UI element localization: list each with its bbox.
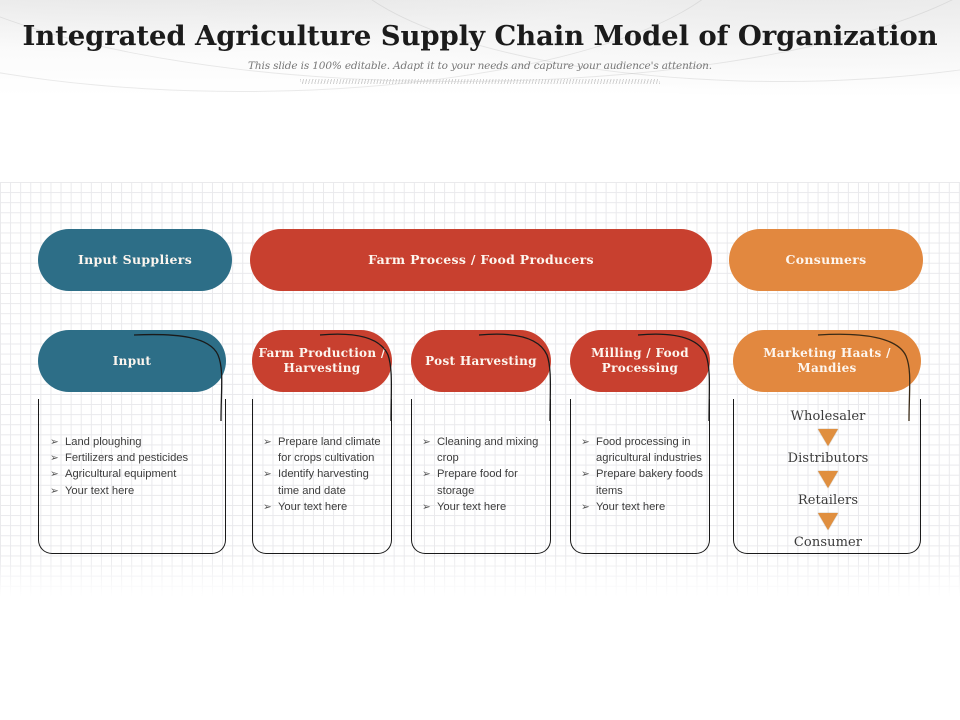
column-heading-milling-food-processing[interactable]: Milling / Food Processing (570, 330, 710, 392)
column-heading-farm-production[interactable]: Farm Production / Harvesting (252, 330, 392, 392)
column-card-post-harvesting (411, 399, 551, 554)
list-item: ➢ Prepare food for storage (422, 466, 550, 498)
distribution-flow-chain: Wholesaler Distributors Retailers Consum… (733, 407, 923, 552)
column-heading-marketing-haats-mandies[interactable]: Marketing Haats / Mandies (733, 330, 921, 392)
top-pill-label: Input Suppliers (77, 252, 193, 268)
list-item-text: Prepare food for storage (437, 468, 518, 497)
column-heading-input[interactable]: Input (38, 330, 226, 392)
list-item-text: Cleaning and mixing crop (437, 436, 539, 465)
list-item: ➢ Cleaning and mixing crop (422, 434, 550, 466)
list-item-text: Identify harvesting time and date (278, 468, 369, 497)
chain-node-retailers: Retailers (797, 493, 859, 508)
top-pill-consumers[interactable]: Consumers (729, 229, 923, 291)
list-item: ➢ Your text here (422, 499, 550, 515)
column-heading-label: Milling / Food Processing (591, 346, 689, 375)
top-pill-label: Consumers (785, 252, 867, 268)
chain-node-consumer: Consumer (793, 535, 863, 550)
list-item-text: Food processing in agricultural industri… (596, 436, 702, 465)
list-item-text: Your text here (278, 500, 348, 513)
column-card-input (38, 399, 226, 554)
list-item: ➢ Your text here (50, 483, 222, 499)
list-item: ➢ Land ploughing (50, 434, 222, 450)
bullet-arrow-icon: ➢ (50, 436, 59, 448)
chain-node-wholesaler: Wholesaler (790, 409, 866, 424)
column-card-milling-food-processing (570, 399, 710, 554)
column-heading-label: Marketing Haats / Mandies (763, 346, 891, 375)
subtitle-hatch-divider (300, 79, 660, 84)
arrow-down-icon (818, 471, 838, 488)
page-title: Integrated Agriculture Supply Chain Mode… (22, 20, 938, 52)
list-item: ➢ Prepare land climate for crops cultiva… (263, 434, 391, 466)
top-pill-input-suppliers[interactable]: Input Suppliers (38, 229, 232, 291)
bullet-arrow-icon: ➢ (581, 468, 590, 481)
list-item-text: Land ploughing (65, 436, 142, 448)
bullet-arrow-icon: ➢ (581, 500, 590, 513)
arrow-down-icon (818, 429, 838, 446)
bullet-arrow-icon: ➢ (581, 436, 590, 448)
bullet-arrow-icon: ➢ (263, 500, 272, 513)
list-item: ➢ Food processing in agricultural indust… (581, 434, 709, 466)
column-heading-label: Input (112, 353, 152, 368)
list-item-text: Your text here (437, 500, 507, 513)
list-item-text: Your text here (65, 484, 135, 497)
chain-arrow-2 (733, 468, 923, 491)
column-card-farm-production (252, 399, 392, 554)
bullet-list-input: ➢ Land ploughing ➢ Fertilizers and pesti… (50, 434, 222, 499)
list-item-text: Prepare bakery foods items (596, 468, 703, 497)
list-item-text: Agricultural equipment (65, 468, 177, 481)
bullet-arrow-icon: ➢ (422, 436, 431, 448)
chain-arrow-1 (733, 426, 923, 449)
bullet-arrow-icon: ➢ (263, 436, 272, 448)
list-item: ➢ Agricultural equipment (50, 466, 222, 482)
bullet-arrow-icon: ➢ (263, 468, 272, 481)
arrow-down-icon (818, 513, 838, 530)
bullet-arrow-icon: ➢ (50, 484, 59, 497)
list-item: ➢ Your text here (581, 499, 709, 515)
list-item-text: Fertilizers and pesticides (65, 452, 189, 465)
bullet-list-farm-production: ➢ Prepare land climate for crops cultiva… (263, 434, 391, 515)
bullet-arrow-icon: ➢ (422, 468, 431, 481)
column-card-marketing-haats-mandies (733, 399, 921, 554)
bullet-arrow-icon: ➢ (50, 468, 59, 481)
list-item-text: Prepare land climate for crops cultivati… (278, 436, 381, 465)
chain-arrow-3 (733, 510, 923, 533)
list-item: ➢ Fertilizers and pesticides (50, 450, 222, 466)
list-item: ➢ Identify harvesting time and date (263, 466, 391, 498)
column-heading-label: Farm Production / Harvesting (258, 346, 386, 375)
bullet-arrow-icon: ➢ (50, 452, 59, 465)
list-item: ➢ Prepare bakery foods items (581, 466, 709, 498)
column-heading-label: Post Harvesting (425, 353, 537, 368)
column-heading-post-harvesting[interactable]: Post Harvesting (411, 330, 551, 392)
top-pill-label: Farm Process / Food Producers (368, 252, 594, 268)
bullet-list-milling-food-processing: ➢ Food processing in agricultural indust… (581, 434, 709, 515)
top-pill-farm-process-food-producers[interactable]: Farm Process / Food Producers (250, 229, 712, 291)
page-subtitle: This slide is 100% editable. Adapt it to… (248, 60, 712, 72)
chain-node-distributors: Distributors (787, 451, 869, 466)
list-item: ➢ Your text here (263, 499, 391, 515)
bullet-arrow-icon: ➢ (422, 500, 431, 513)
list-item-text: Your text here (596, 500, 666, 513)
bullet-list-post-harvesting: ➢ Cleaning and mixing crop ➢ Prepare foo… (422, 434, 550, 515)
